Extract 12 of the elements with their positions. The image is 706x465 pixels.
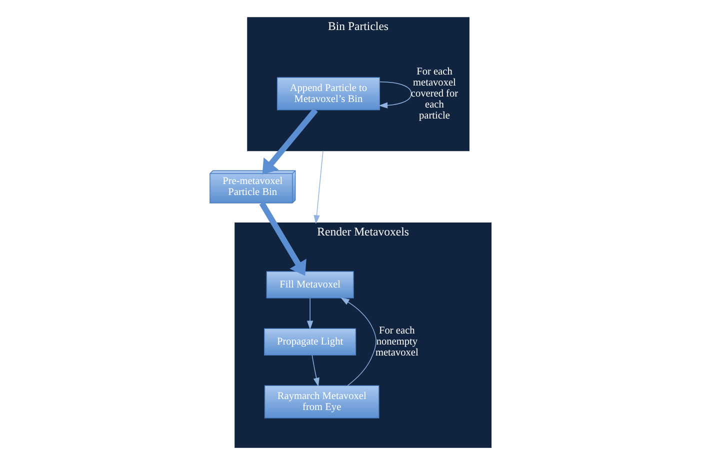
node-box: Append Particle to Metavoxel’s Bin <box>276 77 380 110</box>
edge-label: For each metavoxel covered for each particle <box>410 66 458 122</box>
arrow <box>311 354 319 387</box>
arrow <box>262 108 318 174</box>
arrow <box>313 150 323 224</box>
node-box: Raymarch Metavoxel from Eye <box>264 385 379 418</box>
arrow <box>378 82 412 108</box>
arrow <box>306 298 313 330</box>
arrow <box>340 298 376 386</box>
node-box: Propagate Light <box>264 328 356 356</box>
node-box: Fill Metavoxel <box>266 271 354 298</box>
edge-label: For each nonempty metavoxel <box>374 326 418 359</box>
